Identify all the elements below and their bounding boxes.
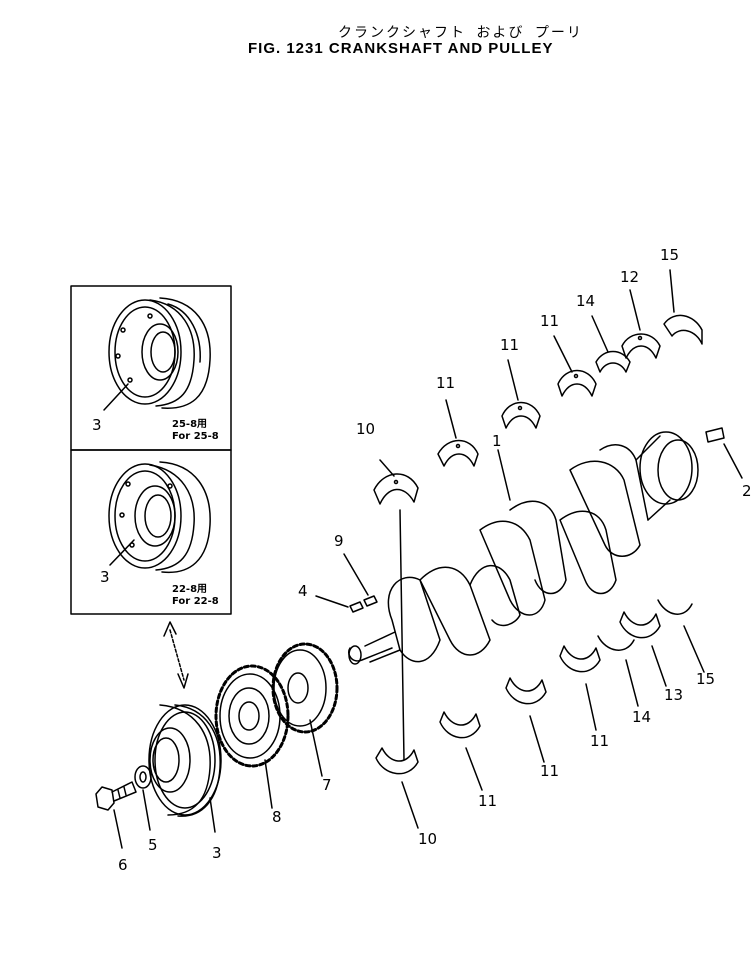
bearing-10-lower [375,747,419,829]
variant-box-22-8 [70,449,232,615]
callout-bearing-12: 12 [620,268,640,286]
callout-3-variant-25-8: 3 [92,416,102,434]
key-9 [343,553,378,607]
crankshaft-pulley [148,704,222,833]
callout-bearing-11-upper-a: 11 [436,374,456,392]
thrust-14-upper [591,315,631,373]
pulley-variant-22-8 [108,461,211,574]
gear-7 [271,642,339,777]
bearing-11-upper-b [501,359,541,429]
callout-bearing-11-lower-b: 11 [540,762,560,780]
bearing-10-upper [373,459,419,761]
bolt [95,781,137,849]
pulley-variant-25-8 [103,297,211,411]
thrust-13 [619,611,667,687]
callout-key-4: 4 [298,582,308,600]
callout-thrust-13: 13 [664,686,684,704]
bearing-12 [621,289,661,359]
thrust-15-lower [657,599,705,673]
callout-crankshaft: 1 [492,432,502,450]
callout-key-9: 9 [334,532,344,550]
variant-note-25-8: 25-8用 For 25-8 [172,419,219,442]
callout-bearing-10-upper: 10 [356,420,376,438]
callout-3-variant-22-8: 3 [100,568,110,586]
callout-bolt: 6 [118,856,128,874]
thrust-14-lower [597,635,639,707]
callout-thrust-15-upper: 15 [660,246,680,264]
callout-bearing-11-upper-b: 11 [500,336,520,354]
callout-bearing-11-lower-c: 11 [590,732,610,750]
washer [134,765,152,831]
callout-thrust-14-upper: 14 [576,292,596,310]
bearing-11-lower-c [559,645,601,731]
callout-bearing-11-lower-a: 11 [478,792,498,810]
thrust-15-upper [663,269,703,345]
gear-8 [214,664,290,809]
bearing-11-lower-b [505,677,547,763]
callout-thrust-14-lower: 14 [632,708,652,726]
bearing-11-lower-a [439,711,483,791]
crankshaft [348,431,699,665]
callout-bearing-10-lower: 10 [418,830,438,848]
bearing-11-upper-c [553,335,597,397]
figure-title: FIG. 1231 CRANKSHAFT AND PULLEY [248,40,554,57]
variant-note-22-8: 22-8用 For 22-8 [172,584,219,607]
callout-thrust-15-lower: 15 [696,670,716,688]
key-4 [315,595,364,613]
callout-bearing-11-upper-c: 11 [540,312,560,330]
figure-title-japanese: クランクシャフト および プーリ [338,25,583,41]
callout-washer: 5 [148,836,158,854]
callout-pin: 2 [742,482,752,500]
callout-pulley: 3 [212,844,222,862]
bearing-11-upper-a [437,399,479,467]
callout-gear-7: 7 [322,776,332,794]
double-arrow [163,621,189,689]
callout-gear-8: 8 [272,808,282,826]
pin [705,427,743,479]
